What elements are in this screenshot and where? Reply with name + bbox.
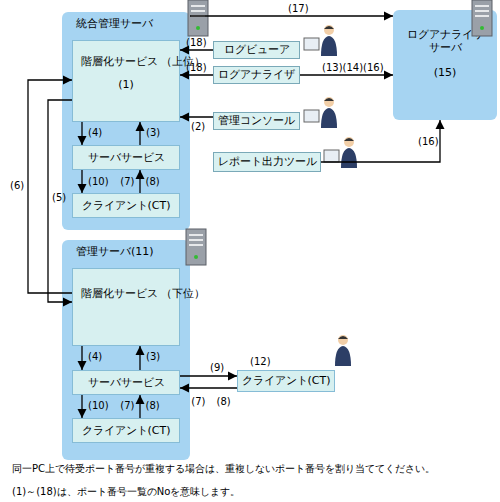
server-icon	[188, 0, 208, 36]
server-led	[196, 26, 200, 30]
port-number: (17)	[288, 3, 309, 15]
box-label: 管理コンソール	[218, 114, 295, 127]
server-slot	[189, 244, 203, 246]
port-number: (7) (8)	[191, 396, 231, 408]
note-text: 同一PC上で待受ポート番号が重複する場合は、重複しないポート番号を割り当ててくだ…	[12, 463, 435, 475]
body	[321, 108, 337, 128]
box-label: サーバサービス	[88, 151, 165, 164]
server-body	[188, 0, 208, 36]
user-icon	[304, 97, 337, 128]
box-label: 階層化サービス （下位）	[81, 287, 171, 300]
port-number: (13)(14)(16)	[322, 62, 384, 74]
port-connector	[81, 395, 82, 418]
monitor	[304, 38, 319, 50]
port-connector	[81, 346, 82, 370]
tool-box: ログアナライザ	[213, 66, 300, 84]
service-box: サーバサービス	[72, 370, 180, 395]
head	[344, 137, 354, 147]
server-box: 管理サーバ(11) 階層化サービス （下位） サーバサービスクライアント(CT)	[62, 240, 190, 460]
server-slot	[191, 15, 205, 17]
service-box: 階層化サービス （下位）	[72, 268, 180, 346]
server-icon	[186, 229, 206, 265]
port-connector	[321, 120, 440, 162]
box-label: サーバサービス	[88, 376, 165, 389]
user-icon	[335, 335, 351, 366]
port-connector	[139, 170, 140, 193]
server-icon	[472, 0, 492, 36]
callout-number: (1)	[118, 78, 134, 91]
head	[338, 335, 348, 345]
port-number: (16)	[418, 136, 439, 148]
tool-box: ログビューア	[213, 41, 300, 59]
box-label: ログアナライザ	[218, 68, 295, 81]
port-connector	[48, 100, 72, 302]
server-slot	[189, 234, 203, 236]
port-connector	[81, 170, 82, 193]
server-slot	[189, 239, 203, 241]
server-slot	[475, 5, 489, 7]
port-connector	[300, 74, 393, 75]
box-label: 管理サーバ(11)	[76, 245, 154, 258]
port-connector	[28, 80, 72, 293]
port-connector	[180, 49, 213, 50]
box-label: クライアント(CT)	[242, 374, 331, 387]
server-body	[186, 229, 206, 265]
user-icon	[324, 137, 357, 168]
box-label: レポート出力ツール	[218, 155, 317, 168]
server-slot	[475, 15, 489, 17]
box-label: ログアナライザ サーバ	[402, 28, 488, 54]
server-box: 統合管理サーバ階層化サービス （上位） (1) サーバサービスクライアント(CT)	[62, 12, 190, 230]
body	[321, 36, 337, 56]
hair	[324, 26, 334, 29]
port-connector	[180, 387, 237, 388]
server-slot	[191, 5, 205, 7]
box-label: 統合管理サーバ	[76, 17, 153, 30]
port-connector	[180, 116, 213, 117]
box-label: 階層化サービス （上位）	[81, 55, 171, 68]
port-connector	[139, 395, 140, 418]
callout-number: (15)	[434, 66, 457, 79]
callout-number: (12)	[250, 356, 271, 368]
server-led	[480, 26, 484, 30]
service-box: クライアント(CT)	[72, 193, 180, 218]
port-connector	[180, 74, 213, 75]
service-box: クライアント(CT)	[237, 370, 335, 392]
hair	[338, 336, 348, 339]
head	[324, 97, 334, 107]
port-connector	[190, 15, 393, 16]
server-body	[472, 0, 492, 36]
server-slot	[191, 10, 205, 12]
port-connector	[81, 122, 82, 145]
box-label: クライアント(CT)	[82, 424, 171, 437]
port-connector	[180, 375, 237, 376]
tool-box: 管理コンソール	[213, 112, 300, 130]
service-box: クライアント(CT)	[72, 418, 180, 443]
port-number: (2)	[191, 121, 205, 133]
service-box: サーバサービス	[72, 145, 180, 170]
server-slot	[475, 10, 489, 12]
port-connector	[139, 122, 140, 145]
body	[341, 148, 357, 168]
port-connector	[139, 346, 140, 370]
port-number: (9)	[210, 362, 224, 374]
user-icon	[304, 25, 337, 56]
head	[324, 25, 334, 35]
box-label: ログビューア	[224, 43, 290, 56]
box-label: クライアント(CT)	[82, 199, 171, 212]
service-box: 階層化サービス （上位） (1)	[72, 40, 180, 122]
port-number: (6)	[10, 180, 24, 192]
hair	[324, 98, 334, 101]
server-led	[194, 255, 198, 259]
tool-box: レポート出力ツール	[213, 152, 321, 172]
body	[335, 346, 351, 366]
monitor	[304, 110, 319, 122]
note-text: (1)～(18)は、ポート番号一覧のNoを意味します。	[12, 486, 240, 498]
server-box: ログアナライザ サーバ (15)	[393, 10, 497, 120]
monitor	[324, 150, 339, 162]
hair	[344, 138, 354, 141]
